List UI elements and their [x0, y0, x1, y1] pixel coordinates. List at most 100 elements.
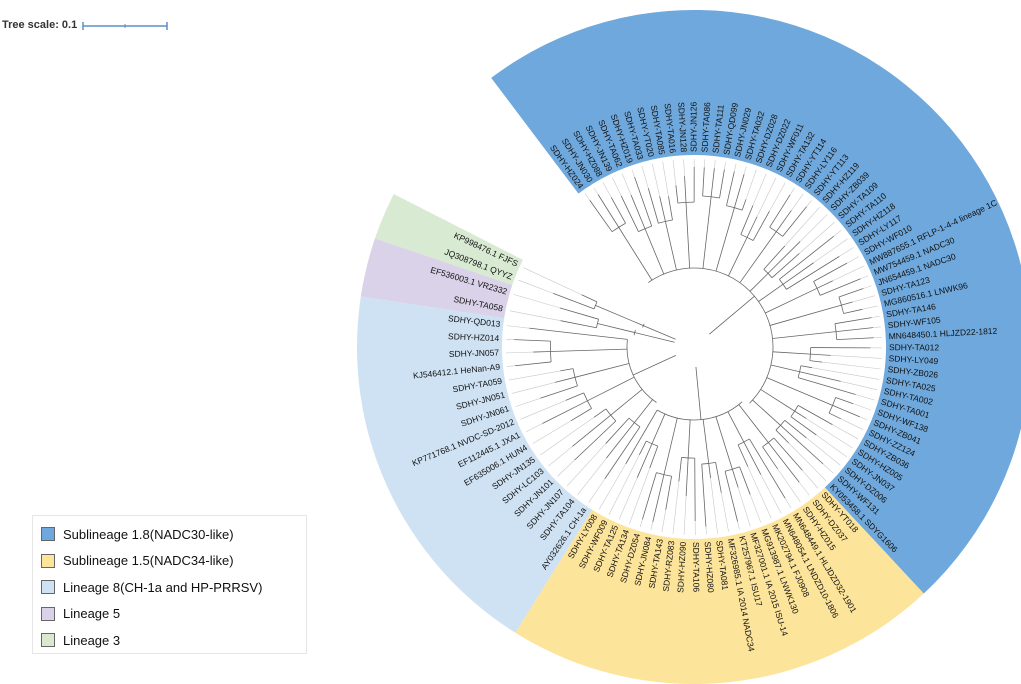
leaf-guide: [584, 193, 591, 201]
branch: [634, 176, 653, 227]
legend-label: Sublineage 1.8(NADC30-like): [63, 526, 234, 542]
branch: [726, 205, 743, 211]
branch: [675, 185, 679, 204]
branch: [589, 200, 613, 232]
branch: [678, 457, 682, 482]
leaf-guide: [846, 256, 860, 264]
branch: [702, 196, 712, 269]
branch: [618, 227, 653, 281]
branch: [836, 327, 874, 333]
branch: [813, 281, 821, 296]
branch: [642, 409, 658, 435]
legend-swatch: [41, 527, 55, 542]
branch: [540, 385, 578, 399]
leaf-guide: [602, 182, 612, 198]
leaf-guide: [832, 265, 864, 282]
leaf-guide: [683, 159, 685, 177]
branch: [724, 466, 740, 472]
branch: [625, 433, 644, 465]
leaf-guide: [621, 173, 632, 196]
leaf-guide: [618, 477, 638, 520]
legend-item-lineage-3: Lineage 3: [41, 627, 298, 654]
branch: [752, 399, 781, 426]
leaf-guide: [832, 424, 859, 440]
leaf-guide: [557, 459, 575, 477]
leaf-guide: [540, 417, 595, 456]
leaf-guide: [631, 169, 635, 178]
branch: [665, 476, 672, 510]
leaf-guide: [737, 521, 740, 530]
leaf-guide: [830, 355, 882, 359]
branch: [638, 225, 652, 232]
leaf-guide: [507, 325, 530, 329]
legend-label: Sublineage 1.5(NADC34-like): [63, 553, 234, 569]
branch: [828, 412, 842, 420]
leaf-guide: [629, 467, 651, 524]
branch: [728, 237, 748, 277]
branch: [643, 325, 676, 340]
legend: Sublineage 1.8(NADC30-like) Sublineage 1…: [32, 515, 307, 654]
legend-swatch: [41, 580, 55, 595]
branch: [838, 296, 844, 314]
tree-scale-bar: [82, 22, 168, 30]
branch: [647, 188, 659, 224]
branch: [605, 422, 635, 459]
legend-label: Lineage 3: [63, 632, 121, 648]
leaf-guide: [799, 214, 828, 242]
leaf-guide: [863, 285, 872, 289]
branch: [739, 466, 751, 495]
branch: [752, 210, 770, 241]
leaf-label: SDHY-HZ090: [675, 541, 688, 593]
leaf-guide: [577, 458, 607, 495]
branch: [790, 405, 799, 417]
branch: [651, 413, 666, 444]
branch: [559, 307, 599, 320]
branch: [715, 207, 735, 272]
branch: [772, 331, 837, 339]
branch: [630, 194, 646, 229]
branch: [719, 169, 725, 199]
branch: [610, 389, 643, 416]
branch: [743, 441, 762, 475]
leaf-guide: [641, 166, 649, 189]
branch: [560, 320, 597, 329]
branch: [632, 354, 676, 376]
leaf-guide: [806, 418, 853, 449]
leaf-guide: [756, 177, 777, 217]
leaf-guide: [588, 478, 606, 503]
leaf-guide: [806, 437, 841, 466]
branch: [636, 443, 653, 478]
branch: [684, 176, 687, 203]
clade-band-sublineage-1-5: [515, 487, 924, 684]
branch: [553, 293, 595, 310]
leaf-label: SDHY-HZ080: [703, 541, 716, 593]
leaf-guide: [721, 492, 729, 532]
branch: [529, 327, 551, 331]
legend-swatch: [41, 553, 55, 568]
leaf-guide: [506, 365, 516, 367]
branch: [841, 301, 853, 306]
branch: [727, 411, 745, 443]
branch: [780, 425, 824, 465]
branch: [685, 457, 689, 497]
branch: [790, 416, 817, 436]
leaf-guide: [821, 361, 881, 370]
leaf-guide: [791, 193, 804, 211]
branch: [799, 371, 841, 382]
branch: [514, 339, 551, 342]
branch: [593, 408, 607, 418]
legend-item-lineage-5: Lineage 5: [41, 601, 298, 628]
branch: [763, 245, 786, 270]
branch: [773, 437, 803, 471]
branch: [782, 206, 807, 237]
leaf-guide: [789, 187, 795, 195]
leaf-guide: [852, 295, 875, 303]
branch: [738, 404, 769, 443]
branch: [737, 438, 750, 446]
tree-scale-label: Tree scale: 0.1: [2, 19, 78, 31]
leaf-guide: [816, 434, 847, 458]
branch: [834, 317, 872, 325]
clade-band-lineage-3: [374, 194, 523, 286]
leaf-guide: [710, 478, 718, 534]
leaf-guide: [747, 466, 772, 519]
